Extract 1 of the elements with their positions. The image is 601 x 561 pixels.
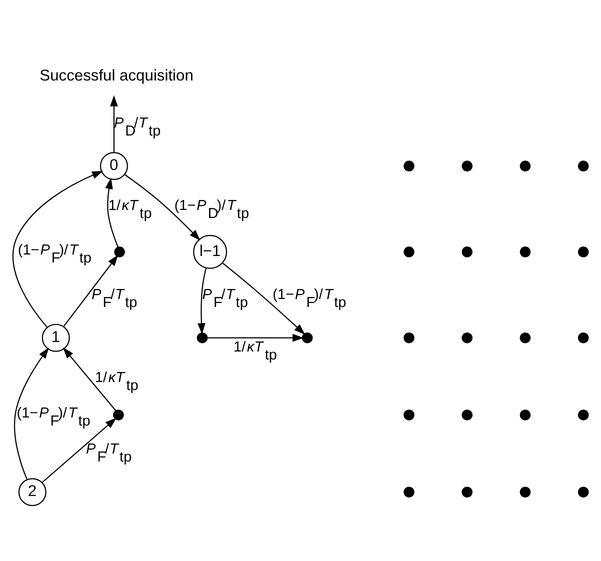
node-text: Successful acquisition [40,67,194,84]
